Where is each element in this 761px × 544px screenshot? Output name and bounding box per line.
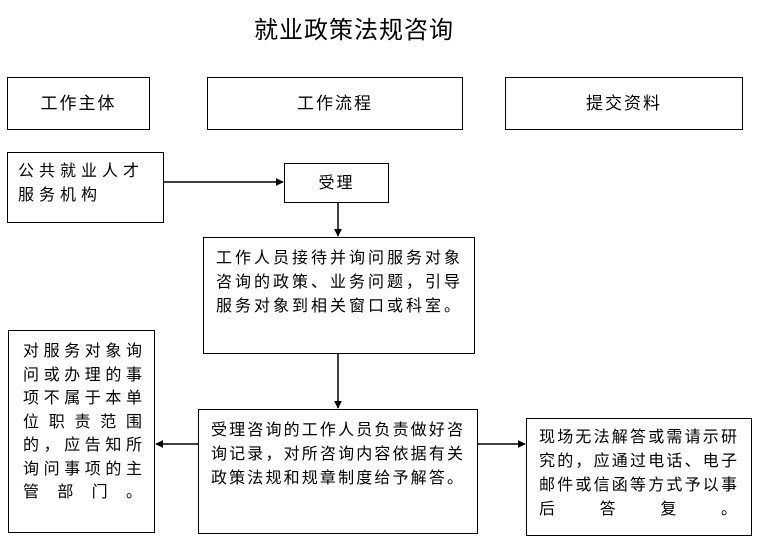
header-subject: 工作主体 [7, 77, 150, 130]
header-process: 工作流程 [207, 77, 463, 130]
node-answer-inquiry: 受理咨询的工作人员负责做好咨询记录，对所咨询内容依据有关政策法规和规章制度给予解… [198, 409, 478, 534]
node-refer-department: 对服务对象询问或办理的事项不属于本单位职责范围的，应告知所询问事项的主管部门。 [8, 330, 155, 533]
node-follow-up-reply: 现场无法解答或需请示研究的，应通过电话、电子邮件或信函等方式予以事后答复。 [526, 418, 752, 536]
header-materials: 提交资料 [505, 77, 743, 130]
node-service-agency: 公共就业人才服务机构 [7, 152, 164, 223]
node-accept: 受理 [284, 163, 389, 203]
diagram-title: 就业政策法规咨询 [254, 16, 454, 44]
node-reception-inquiry: 工作人员接待并询问服务对象咨询的政策、业务问题，引导服务对象到相关窗口或科室。 [203, 237, 475, 354]
